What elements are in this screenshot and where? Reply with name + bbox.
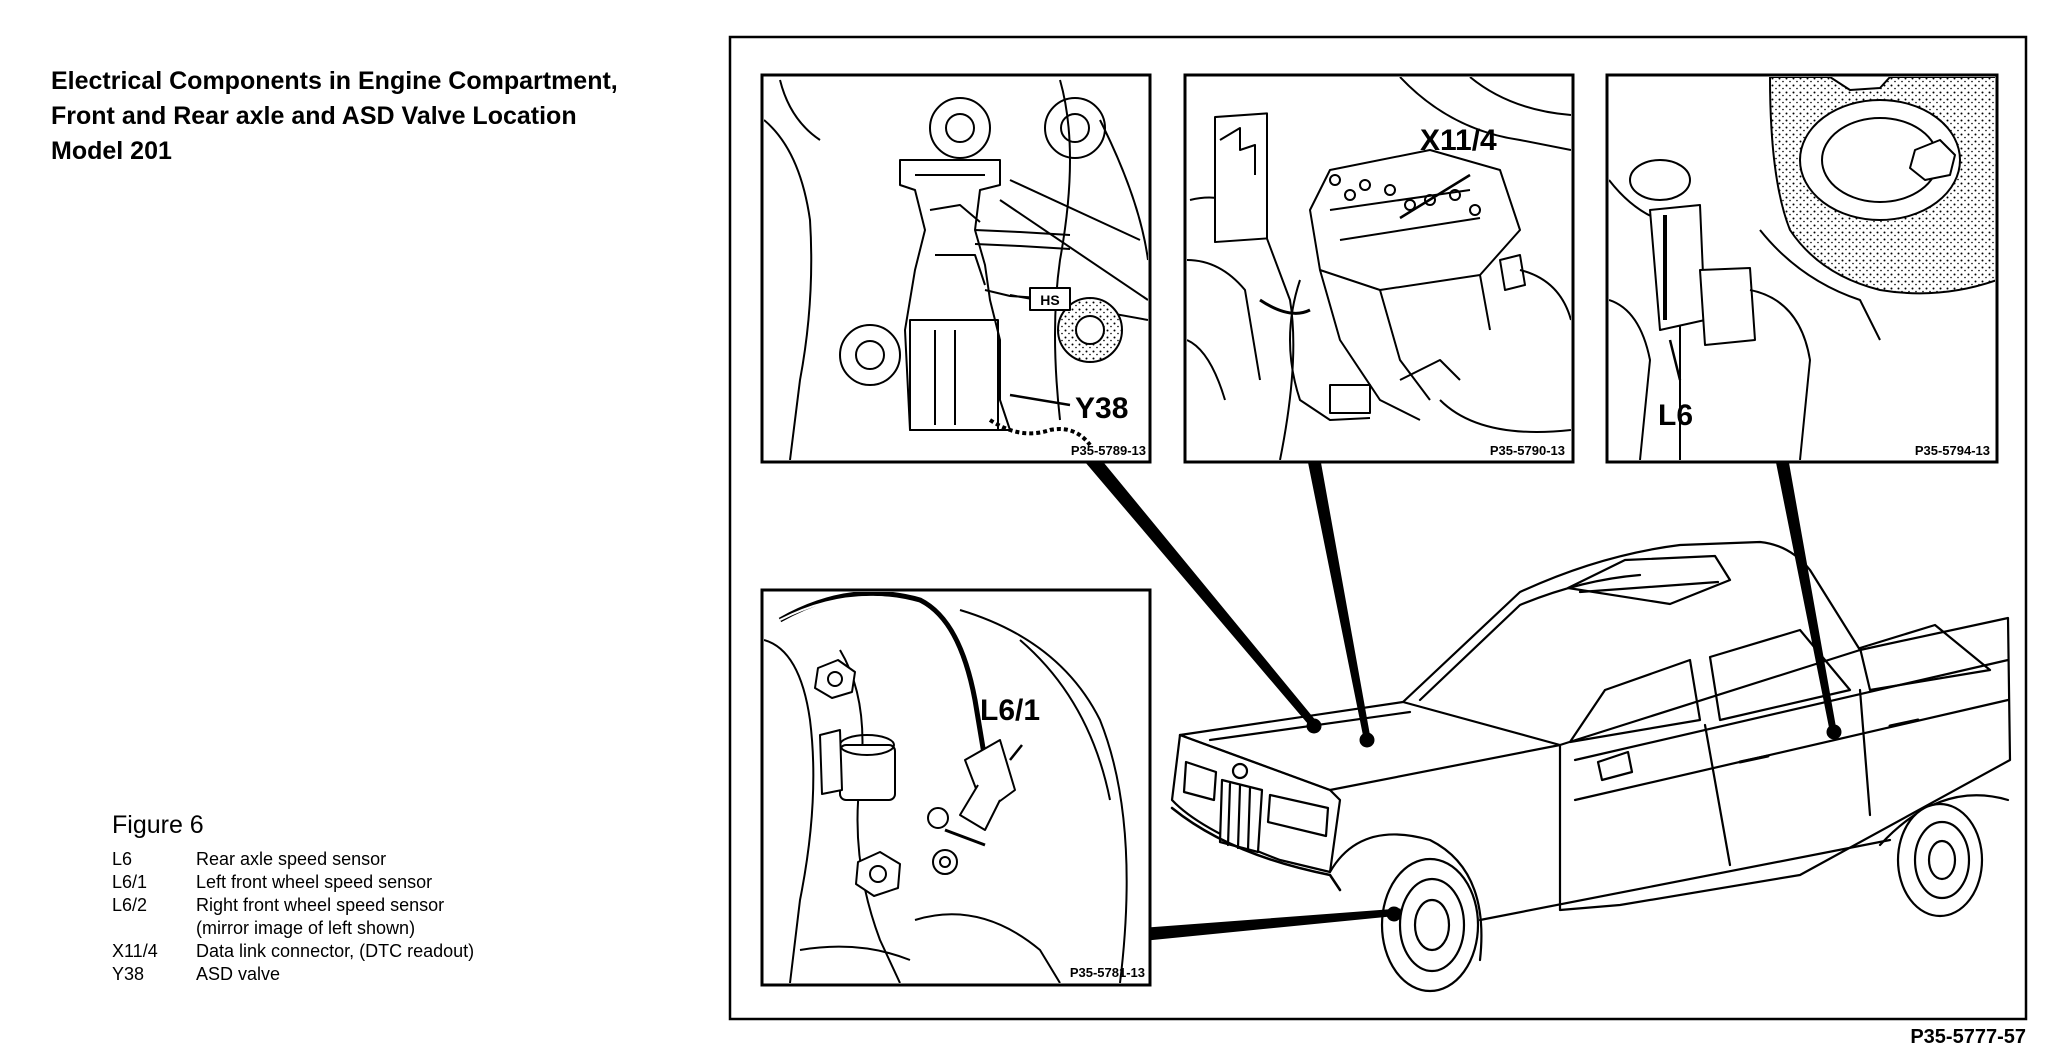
title-line-3: Model 201 [51, 137, 172, 165]
legend-code: L6/2 [112, 895, 148, 915]
legend-row: L6/1 Left front wheel speed sensor [112, 871, 632, 894]
ref-y38: P35-5789-13 [1071, 443, 1146, 458]
ref-x114: P35-5790-13 [1490, 443, 1565, 458]
figure-legend: Figure 6 L6 Rear axle speed sensor L6/1 … [112, 810, 632, 986]
legend-row: L6/2 Right front wheel speed sensor [112, 894, 632, 917]
legend-desc: Left front wheel speed sensor [196, 872, 433, 892]
title-line-1: Electrical Components in Engine Compartm… [51, 67, 618, 95]
callout-y38: Y38 [1075, 392, 1128, 425]
svg-text:HS: HS [1040, 292, 1059, 308]
legend-row: (mirror image of left shown) [112, 917, 632, 940]
diagram-title: Electrical Components in Engine Compartm… [51, 64, 691, 169]
legend-row: X11/4 Data link connector, (DTC readout) [112, 940, 632, 963]
legend-desc: ASD valve [196, 964, 281, 984]
leader-l61 [1147, 908, 1401, 941]
main-ref: P35-5777-57 [1910, 1026, 2026, 1048]
ref-l61: P35-5781-13 [1070, 965, 1145, 980]
legend-desc: Data link connector, (DTC readout) [196, 941, 475, 961]
legend-row: Y38 ASD valve [112, 963, 632, 986]
inset-y38: HS Y38 P35-5789-13 [760, 73, 1152, 464]
legend-desc: Rear axle speed sensor [196, 849, 387, 869]
leader-lines [1083, 453, 1842, 941]
inset-x114: X11/4 P35-5790-13 [1183, 73, 1575, 464]
locator-dot [1386, 906, 1402, 922]
callout-l61: L6/1 [980, 694, 1040, 727]
title-line-2: Front and Rear axle and ASD Valve Locati… [51, 102, 577, 130]
leader-x114 [1307, 459, 1371, 739]
locator-dot [1359, 732, 1375, 748]
legend-desc: (mirror image of left shown) [196, 918, 416, 938]
locator-dot [1826, 724, 1842, 740]
callout-x114: X11/4 [1420, 124, 1497, 157]
ref-l6: P35-5794-13 [1915, 443, 1990, 458]
diagram-frame [728, 35, 2028, 1021]
figure-label: Figure 6 [112, 811, 204, 839]
legend-code: X11/4 [112, 941, 158, 961]
legend-code: L6 [112, 849, 133, 869]
legend-row: L6 Rear axle speed sensor [112, 848, 632, 871]
legend-code: L6/1 [112, 872, 148, 892]
inset-l6: L6 P35-5794-13 [1605, 73, 1999, 464]
inset-l61: L6/1 P35-5781-13 [760, 588, 1152, 987]
car-drawing [1170, 540, 2012, 993]
locator-dot [1306, 718, 1322, 734]
callout-l6: L6 [1658, 399, 1693, 432]
legend-desc: Right front wheel speed sensor [196, 895, 445, 915]
legend-code: Y38 [112, 964, 145, 984]
